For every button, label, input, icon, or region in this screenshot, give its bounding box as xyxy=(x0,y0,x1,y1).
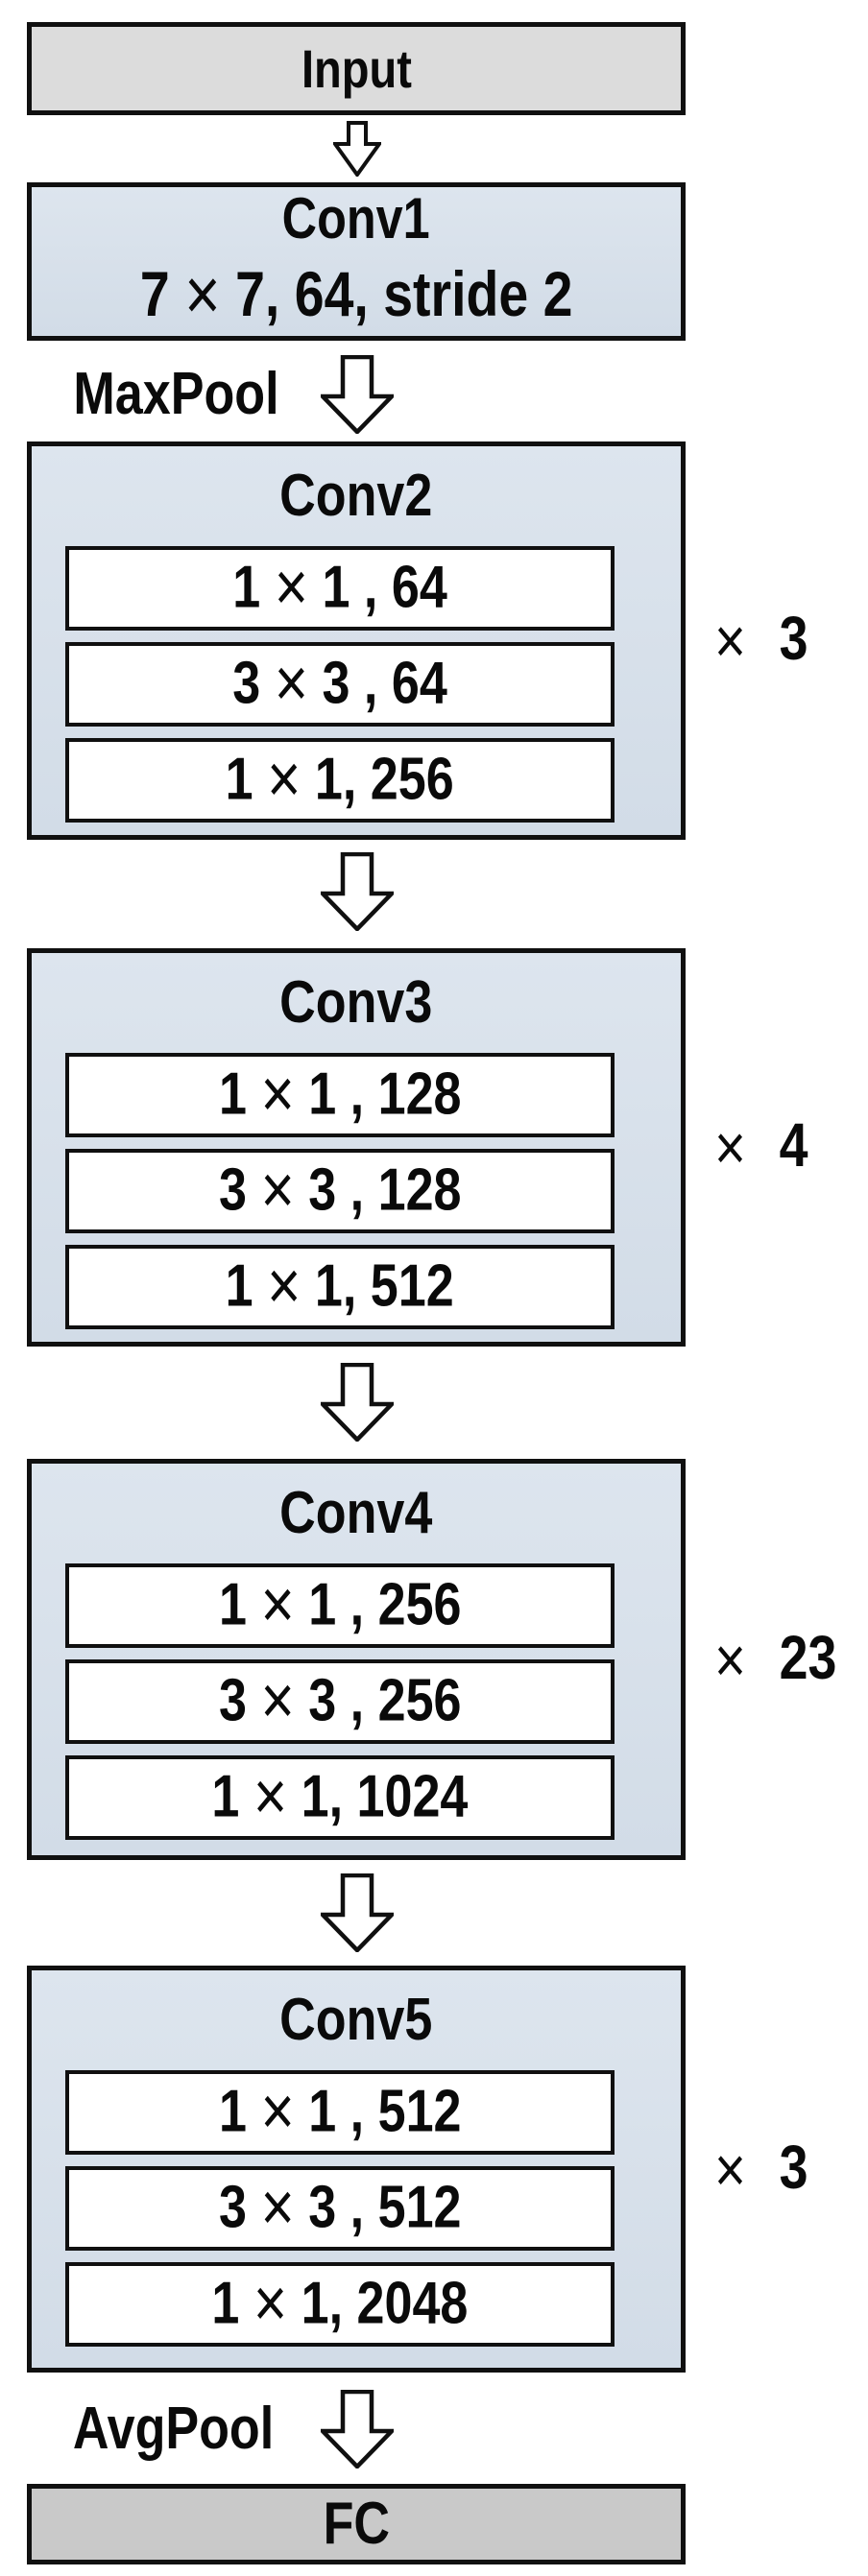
avgpool-label-text: AvgPool xyxy=(73,2396,275,2462)
maxpool-label: MaxPool xyxy=(38,359,313,430)
avgpool-label: AvgPool xyxy=(35,2394,313,2465)
down-arrow-icon xyxy=(331,121,383,179)
conv-spec-row: 1 × 1, 256 xyxy=(65,738,615,823)
down-arrow-icon xyxy=(317,1362,398,1443)
conv2-title: Conv2 xyxy=(279,463,433,529)
conv1-title: Conv1 xyxy=(281,186,431,251)
conv-spec-row: 3 × 3 , 512 xyxy=(65,2166,615,2251)
repeat-label: × 3 xyxy=(714,604,808,678)
down-arrow-icon xyxy=(317,1872,398,1954)
input-box: Input xyxy=(27,22,686,115)
conv-spec-row: 1 × 1, 512 xyxy=(65,1245,615,1329)
conv-spec-row: 3 × 3 , 256 xyxy=(65,1659,615,1744)
fc-box: FC xyxy=(27,2484,686,2564)
conv-spec-row: 1 × 1, 1024 xyxy=(65,1755,615,1840)
down-arrow-icon xyxy=(317,2389,398,2470)
conv4-rows: 1 × 1 , 256 3 × 3 , 256 1 × 1, 1024 xyxy=(65,1563,615,1840)
conv3-title: Conv3 xyxy=(279,969,433,1036)
conv2-block: Conv2 1 × 1 , 64 3 × 3 , 64 1 × 1, 256 xyxy=(27,441,686,840)
conv1-box: Conv1 7 × 7, 64, stride 2 xyxy=(27,182,686,341)
conv-spec-row: 1 × 1 , 64 xyxy=(65,546,615,631)
conv-spec-row: 1 × 1, 2048 xyxy=(65,2262,615,2347)
repeat-label: × 3 xyxy=(714,2132,808,2206)
repeat-label: × 23 xyxy=(714,1622,837,1697)
conv-spec-row: 3 × 3 , 128 xyxy=(65,1149,615,1233)
conv5-title: Conv5 xyxy=(279,1987,433,2053)
conv1-spec: 7 × 7, 64, stride 2 xyxy=(139,254,573,337)
conv-spec-row: 1 × 1 , 256 xyxy=(65,1563,615,1648)
conv-spec-row: 1 × 1 , 128 xyxy=(65,1053,615,1137)
down-arrow-icon xyxy=(317,851,398,933)
fc-label: FC xyxy=(323,2491,390,2557)
conv3-block: Conv3 1 × 1 , 128 3 × 3 , 128 1 × 1, 512 xyxy=(27,948,686,1347)
conv5-rows: 1 × 1 , 512 3 × 3 , 512 1 × 1, 2048 xyxy=(65,2070,615,2347)
maxpool-label-text: MaxPool xyxy=(72,361,279,427)
conv2-rows: 1 × 1 , 64 3 × 3 , 64 1 × 1, 256 xyxy=(65,546,615,823)
input-label: Input xyxy=(301,37,412,99)
conv5-block: Conv5 1 × 1 , 512 3 × 3 , 512 1 × 1, 204… xyxy=(27,1966,686,2373)
repeat-label: × 4 xyxy=(714,1110,808,1184)
conv3-rows: 1 × 1 , 128 3 × 3 , 128 1 × 1, 512 xyxy=(65,1053,615,1329)
conv4-title: Conv4 xyxy=(279,1480,433,1546)
conv-spec-row: 1 × 1 , 512 xyxy=(65,2070,615,2155)
down-arrow-icon xyxy=(317,354,398,436)
conv-spec-row: 3 × 3 , 64 xyxy=(65,642,615,727)
conv4-block: Conv4 1 × 1 , 256 3 × 3 , 256 1 × 1, 102… xyxy=(27,1459,686,1860)
